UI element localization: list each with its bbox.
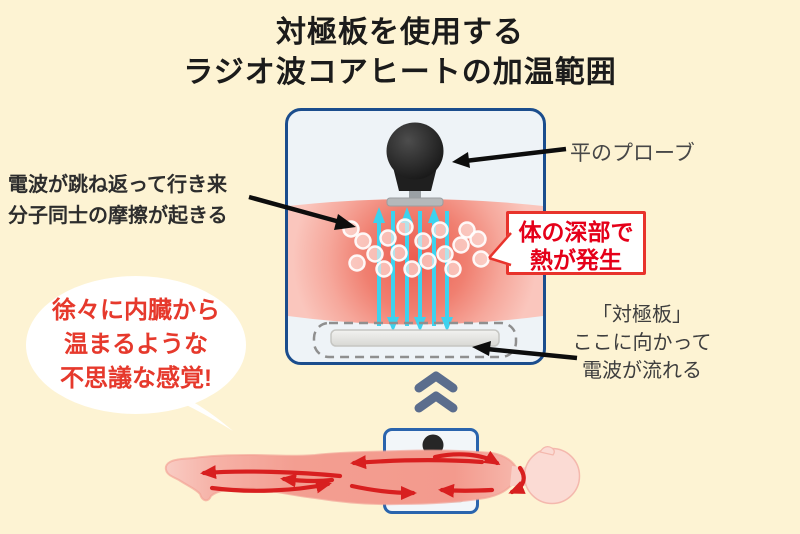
- heat-flow-arrows-icon: [200, 450, 526, 500]
- flat-probe-icon: [386, 122, 444, 207]
- deep-heat-callout-line2: 熱が発生: [530, 247, 622, 273]
- electrode-label-line1: 「対極板」: [592, 304, 692, 326]
- page-title-line1: 対極板を使用する: [276, 16, 524, 49]
- electrode-label-line2: ここに向かって: [572, 332, 712, 354]
- page-title-line2: ラジオ波コアヒートの加温範囲: [183, 56, 617, 89]
- treatment-diagram-graphic: [288, 122, 543, 359]
- friction-label-line2: 分子同士の摩擦が起きる: [8, 205, 228, 227]
- probe-label: 平のプローブ: [570, 142, 695, 165]
- electrode-label-line3: 電波が流れる: [582, 360, 702, 382]
- friction-label-line1: 電波が跳ね返って行き来: [8, 174, 227, 196]
- page-title: 対極板を使用する ラジオ波コアヒートの加温範囲: [0, 13, 800, 93]
- bubble-line3: 不思議な感覚!: [60, 365, 212, 392]
- feeling-speech-bubble: 徐々に内臓から 温まるような 不思議な感覚!: [26, 276, 246, 414]
- bubble-line2: 温まるような: [64, 331, 208, 358]
- friction-label: 電波が跳ね返って行き来 分子同士の摩擦が起きる: [8, 170, 228, 232]
- person-head: [523, 447, 581, 505]
- deep-heat-callout: 体の深部で 熱が発生: [506, 211, 646, 275]
- counter-electrode-plate-icon: [312, 321, 518, 359]
- double-chevron-up-icon: [414, 371, 458, 413]
- person-body: [164, 449, 520, 506]
- deep-heat-callout-line1: 体の深部で: [518, 219, 634, 245]
- person-nose: [539, 446, 555, 456]
- lying-person-icon: [164, 446, 581, 506]
- electrode-label: 「対極板」 ここに向かって 電波が流れる: [553, 301, 731, 385]
- bubble-line1: 徐々に内臓から: [52, 297, 220, 324]
